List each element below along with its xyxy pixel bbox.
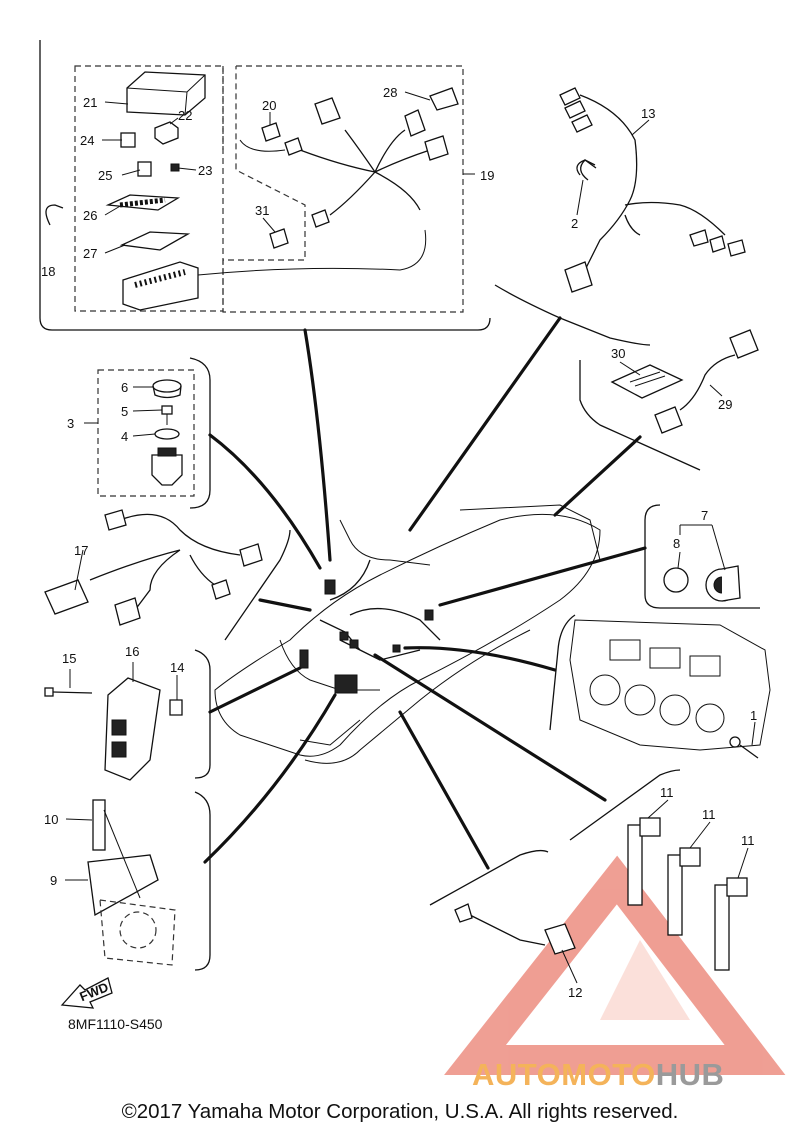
part-29-sensor-lead — [654, 329, 759, 434]
callout-7: 7 — [701, 508, 708, 523]
group-box-relays — [74, 65, 224, 312]
motorcycle-outline — [214, 504, 601, 764]
callout-26: 26 — [83, 208, 97, 223]
callout-3: 3 — [67, 416, 74, 431]
callout-14: 14 — [170, 660, 184, 675]
diagram-code: 8MF1110-S450 — [68, 1016, 163, 1032]
callout-lines — [203, 316, 647, 870]
callout-31: 31 — [255, 203, 269, 218]
part-16-control-unit — [104, 677, 161, 781]
part-9-ecu-bracket — [87, 854, 176, 966]
callout-20: 20 — [262, 98, 276, 113]
part-19-sub-harness — [239, 87, 459, 249]
callout-19: 19 — [480, 168, 494, 183]
fwd-arrow: FWD — [60, 977, 113, 1009]
callout-16: 16 — [125, 644, 139, 659]
callout-11b: 11 — [702, 807, 716, 822]
callout-12: 12 — [568, 985, 582, 1000]
callout-23: 23 — [198, 163, 212, 178]
callout-24: 24 — [80, 133, 94, 148]
callout-4: 4 — [121, 429, 128, 444]
part-21-fuse-box-cover — [126, 71, 206, 116]
callout-25: 25 — [98, 168, 112, 183]
part-25-relay — [137, 161, 152, 177]
part-7-sensor — [705, 565, 741, 602]
group-box-harness-19 — [222, 65, 464, 313]
part-14-grommet — [169, 699, 183, 716]
callout-30: 30 — [611, 346, 625, 361]
engine-block — [569, 619, 771, 751]
callout-29: 29 — [718, 397, 732, 412]
watermark-part1: AUTOMOTO — [472, 1057, 656, 1092]
part-13-harness — [559, 87, 746, 293]
callout-13: 13 — [641, 106, 655, 121]
part-26-fuse-block — [105, 194, 181, 211]
callout-8: 8 — [673, 536, 680, 551]
callout-1: 1 — [750, 708, 757, 723]
callout-numbers: 1 2 3 4 5 6 7 8 9 10 11 11 11 12 13 14 1… — [41, 85, 757, 1000]
callout-6: 6 — [121, 380, 128, 395]
part-24-relay — [120, 132, 136, 148]
copyright-notice: ©2017 Yamaha Motor Corporation, U.S.A. A… — [121, 1100, 679, 1123]
callout-5: 5 — [121, 404, 128, 419]
part-17-harness — [44, 509, 263, 626]
callout-9: 9 — [50, 873, 57, 888]
part-10-strap — [92, 799, 141, 899]
part-23-fuse — [170, 163, 180, 172]
part-30-label — [610, 364, 684, 399]
fuse-box-assembly — [122, 229, 427, 311]
callout-10: 10 — [44, 812, 58, 827]
part-22-relay — [154, 121, 179, 145]
part-18-clamp — [45, 204, 64, 226]
callout-11c: 11 — [741, 833, 755, 848]
callout-11a: 11 — [660, 785, 674, 800]
part-3-sensor-assembly — [151, 379, 183, 486]
part-8-o-ring — [663, 567, 689, 593]
watermark-text: AUTOMOTOHUB — [472, 1057, 724, 1093]
part-1-bolt — [729, 736, 759, 759]
callout-15: 15 — [62, 651, 76, 666]
part-27-cover — [119, 231, 191, 251]
leader-lines — [65, 91, 756, 984]
callout-27: 27 — [83, 246, 97, 261]
callout-28: 28 — [383, 85, 397, 100]
callout-2: 2 — [571, 216, 578, 231]
callout-21: 21 — [83, 95, 97, 110]
group-box-sensor-3 — [97, 369, 195, 497]
watermark-part2: HUB — [655, 1057, 725, 1092]
watermark-logo — [444, 855, 786, 1075]
part-2-clamp — [580, 159, 597, 181]
part-15-bolt — [44, 687, 93, 697]
callout-18: 18 — [41, 264, 55, 279]
callout-22: 22 — [178, 108, 192, 123]
part-11-ignition-coils — [627, 817, 748, 971]
panel-frames — [39, 40, 760, 971]
callout-17: 17 — [74, 543, 88, 558]
part-12-sensor — [454, 903, 576, 955]
